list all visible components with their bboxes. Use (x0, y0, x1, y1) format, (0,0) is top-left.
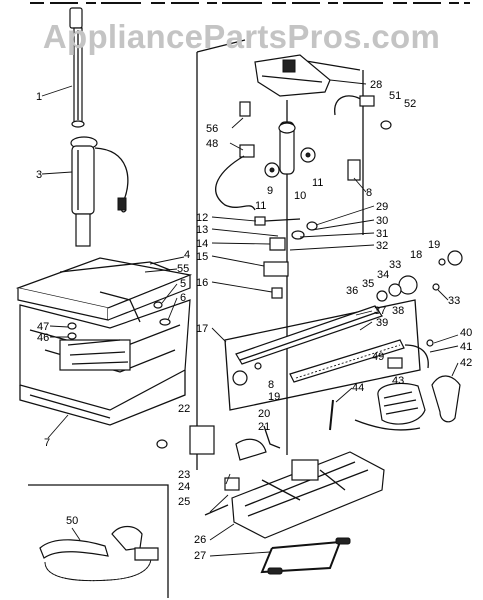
callout-28: 28 (370, 79, 382, 91)
callout-13: 13 (196, 224, 208, 236)
leader-lines (41, 79, 459, 557)
callout-26: 26 (194, 534, 206, 546)
part-base (231, 451, 385, 539)
callout-43: 43 (392, 375, 404, 387)
callout-39: 39 (376, 317, 388, 329)
callout-labels: 1 3 4 55 5 6 47 46 7 28 51 52 56 48 9 11… (36, 79, 472, 562)
callout-33-upper: 33 (389, 259, 401, 271)
callout-40: 40 (460, 327, 472, 339)
callout-17: 17 (196, 323, 208, 335)
callout-55: 55 (177, 263, 189, 275)
callout-11-left: 11 (255, 200, 266, 212)
callout-48: 48 (206, 138, 218, 150)
callout-3: 3 (36, 169, 42, 181)
callout-1: 1 (36, 91, 42, 103)
callout-38: 38 (392, 305, 404, 317)
part-hose (39, 525, 159, 582)
callout-25: 25 (178, 496, 190, 508)
callout-37: 37 (374, 305, 386, 317)
hose-inset-box (28, 484, 169, 598)
callout-5: 5 (180, 278, 186, 290)
callout-22: 22 (178, 403, 190, 415)
callout-34: 34 (377, 269, 389, 281)
part-washer (254, 362, 262, 370)
part-clip-upper (347, 159, 361, 181)
part-handle-tube (69, 7, 85, 128)
callout-24: 24 (178, 481, 190, 493)
callout-8-upper: 8 (366, 187, 372, 199)
callout-27: 27 (194, 550, 206, 562)
callout-31: 31 (376, 228, 388, 240)
callout-16: 16 (196, 277, 208, 289)
part-pivot-switch (215, 101, 316, 211)
callout-21: 21 (258, 421, 270, 433)
callout-36: 36 (346, 285, 358, 297)
callout-46: 46 (37, 332, 49, 344)
part-latch-group (156, 425, 281, 516)
part-brushroll-end (376, 250, 463, 302)
callout-47: 47 (37, 321, 49, 333)
callout-8-lower: 8 (268, 379, 274, 391)
callout-10: 10 (294, 190, 306, 202)
callout-50: 50 (66, 515, 78, 527)
callout-44: 44 (352, 382, 364, 394)
callout-12: 12 (196, 212, 208, 224)
callout-19-upper: 19 (428, 239, 440, 251)
callout-35: 35 (362, 278, 374, 290)
callout-56: 56 (206, 123, 218, 135)
callout-15: 15 (196, 251, 208, 263)
callout-52: 52 (404, 98, 416, 110)
callout-23: 23 (178, 469, 190, 481)
part-small-hardware (254, 216, 318, 299)
callout-41: 41 (460, 341, 472, 353)
callout-18: 18 (410, 249, 422, 261)
part-rod (329, 399, 334, 431)
part-brushroll (235, 305, 405, 383)
frame-lines (196, 39, 421, 470)
part-nozzle-cover (15, 257, 193, 426)
callout-33-lower: 33 (448, 295, 460, 307)
callout-6: 6 (180, 292, 186, 304)
part-top-housing (254, 54, 331, 97)
callout-29: 29 (376, 201, 388, 213)
part-cord-plug (334, 95, 392, 130)
callout-19-lower: 19 (268, 391, 280, 403)
part-end-cap (232, 370, 248, 386)
callout-7: 7 (44, 437, 50, 449)
part-motor (354, 382, 426, 431)
callout-20: 20 (258, 408, 270, 420)
callout-49: 49 (372, 351, 384, 363)
part-belt-group (387, 339, 461, 423)
watermark: AppliancePartsPros.com (42, 18, 441, 55)
callout-51: 51 (389, 90, 401, 102)
part-wheel-axle (260, 537, 351, 575)
callout-32: 32 (376, 240, 388, 252)
callout-42: 42 (460, 357, 472, 369)
callout-9: 9 (267, 185, 273, 197)
callout-4: 4 (184, 249, 190, 261)
callout-14: 14 (196, 238, 208, 250)
callout-11-right: 11 (312, 177, 323, 189)
callout-30: 30 (376, 215, 388, 227)
part-lower-handle (70, 136, 129, 247)
